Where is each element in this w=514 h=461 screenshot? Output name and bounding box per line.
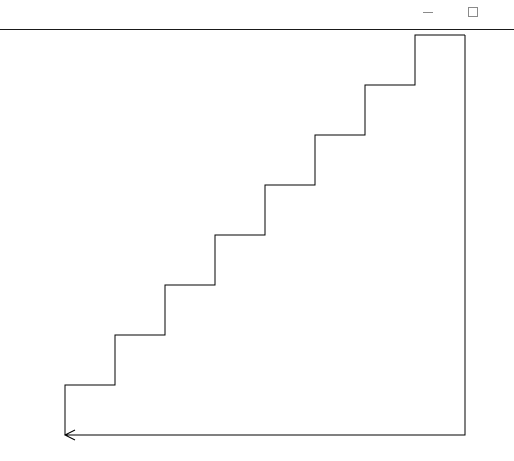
drawing-canvas xyxy=(0,30,514,461)
maximize-button[interactable] xyxy=(450,0,496,24)
title-bar xyxy=(0,0,514,30)
staircase-steps xyxy=(64,34,465,435)
minimize-icon xyxy=(423,11,433,13)
minimize-button[interactable] xyxy=(405,0,451,24)
maximize-icon xyxy=(468,7,478,17)
staircase-drawing xyxy=(63,34,466,441)
staircase-path xyxy=(67,35,466,436)
arrow-left-icon xyxy=(63,429,76,441)
